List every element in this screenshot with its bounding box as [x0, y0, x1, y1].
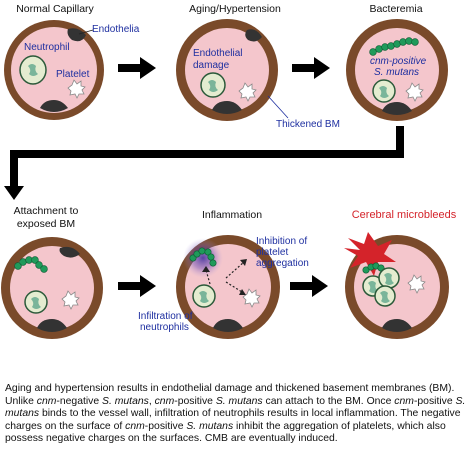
panel-attachment: Attachment to exposed BM: [1, 205, 103, 339]
neutrophil-nucleus: [199, 291, 209, 303]
arrow-icon: [292, 57, 330, 79]
arrow-icon: [118, 57, 156, 79]
endothelial-cell: [382, 102, 412, 115]
endothelial-cell: [212, 101, 242, 114]
panel-aging-hypertension: Aging/Hypertension Endothelial damage Th…: [176, 3, 340, 130]
title-inflammation: Inflammation: [202, 209, 262, 221]
neutrophil-nucleus: [28, 64, 38, 76]
endothelial-cell: [382, 319, 412, 332]
neutrophil-nucleus: [31, 297, 41, 309]
title-attachment-1: Attachment to: [14, 205, 79, 217]
label-endothelia: Endothelia: [92, 24, 140, 35]
platelet-icon: [238, 82, 257, 102]
arrowhead-icon: [240, 259, 247, 266]
panel-bacteremia: Bacteremia cnm-positive S. mutans: [346, 3, 448, 121]
pathway-diagram: Normal Capillary Neutrophil Platelet End…: [1, 3, 457, 339]
platelet-icon: [242, 288, 261, 308]
label-inhibition-1: Inhibition of: [256, 236, 307, 247]
label-infiltration-1: Infiltration of: [138, 311, 193, 322]
endothelial-cell: [37, 319, 67, 332]
title-bacteremia: Bacteremia: [369, 3, 422, 15]
dotted-arrow: [225, 281, 243, 293]
arrow-icon: [118, 275, 156, 297]
bacteria-chain: [189, 247, 217, 267]
endothelial-cell: [40, 100, 68, 112]
inflammation-glow: [183, 238, 223, 278]
figure-caption: Aging and hypertension results in endoth…: [5, 383, 466, 445]
pointer-line: [78, 29, 94, 35]
arrowhead-icon: [239, 289, 246, 295]
platelet-icon: [405, 82, 424, 102]
pointer-line: [267, 95, 289, 119]
bacteria-chain: [369, 37, 419, 56]
neutrophil-nucleus: [368, 281, 378, 293]
label-endothelial-damage-1: Endothelial: [193, 48, 242, 59]
label-infiltration-2: neutrophils: [140, 322, 189, 333]
title-cmb: Cerebral microbleeds: [352, 209, 457, 221]
label-neutrophil: Neutrophil: [24, 42, 70, 53]
neutrophil-nucleus: [379, 86, 389, 98]
connector-arrow-icon: [4, 126, 404, 200]
endothelial-cell: [245, 29, 262, 42]
label-inhibition-2: platelet: [256, 247, 288, 258]
label-inhibition-3: aggregation: [256, 258, 309, 269]
neutrophil-nucleus: [380, 291, 390, 303]
platelet-icon: [67, 79, 86, 99]
arrow-icon: [290, 275, 328, 297]
neutrophil-nucleus: [384, 273, 394, 285]
panel-normal-capillary: Normal Capillary Neutrophil Platelet End…: [4, 3, 140, 120]
bacteria-chain: [14, 256, 48, 273]
label-platelet: Platelet: [56, 69, 90, 80]
arrowhead-icon: [202, 266, 210, 272]
hemorrhage-burst-icon: [344, 232, 396, 276]
neutrophil-nucleus: [208, 80, 218, 92]
platelet-icon: [61, 290, 80, 310]
title-aging: Aging/Hypertension: [189, 3, 281, 15]
platelet-icon: [407, 274, 426, 294]
dotted-arrow: [205, 269, 211, 285]
label-thickened-bm: Thickened BM: [276, 119, 340, 130]
label-cnm-positive-2: S. mutans: [374, 67, 419, 78]
panel-cerebral-microbleeds: Cerebral microbleeds: [344, 209, 457, 339]
panel-inflammation: Inflammation Inhibition of platelet aggr…: [138, 209, 309, 339]
dotted-arrow: [225, 261, 245, 279]
label-endothelial-damage-2: damage: [193, 60, 230, 71]
endothelial-cell: [59, 246, 80, 258]
endothelial-cell: [67, 28, 86, 42]
label-cnm-positive-1: cnm-positive: [370, 56, 427, 67]
title-attachment-2: exposed BM: [17, 218, 75, 230]
endothelial-cell: [213, 319, 243, 332]
title-normal: Normal Capillary: [16, 3, 94, 15]
